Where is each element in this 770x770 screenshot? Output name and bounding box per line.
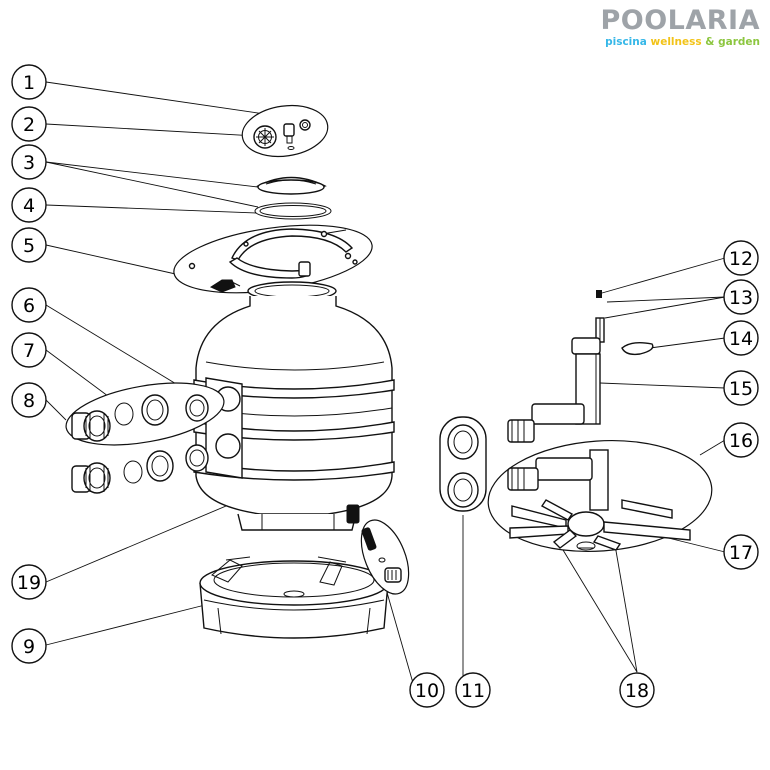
callout-12: 12 bbox=[723, 240, 759, 276]
callout-14: 14 bbox=[723, 320, 759, 356]
callout-label: 10 bbox=[415, 680, 439, 702]
callout-label: 14 bbox=[729, 328, 753, 350]
filter-tank-icon bbox=[193, 281, 395, 531]
callout-4: 4 bbox=[11, 187, 47, 223]
tagline-word-1: piscina bbox=[605, 36, 647, 48]
callout-17: 17 bbox=[723, 534, 759, 570]
brand-tagline: piscina wellness & garden bbox=[600, 36, 760, 48]
callout-7: 7 bbox=[11, 332, 47, 368]
leader-lines bbox=[45, 81, 726, 691]
callout-13: 13 bbox=[723, 279, 759, 315]
callout-8: 8 bbox=[11, 382, 47, 418]
base-icon bbox=[199, 556, 389, 639]
callout-label: 18 bbox=[625, 680, 649, 702]
callout-11: 11 bbox=[455, 672, 491, 708]
callout-label: 11 bbox=[461, 680, 485, 702]
callout-6: 6 bbox=[11, 287, 47, 323]
callout-label: 9 bbox=[23, 636, 35, 658]
drain-plug-icon bbox=[346, 504, 410, 595]
callout-label: 1 bbox=[23, 72, 35, 94]
pressure-gauge-icon bbox=[241, 104, 329, 158]
callout-label: 3 bbox=[23, 152, 35, 174]
callout-1: 1 bbox=[11, 64, 47, 100]
callout-label: 4 bbox=[23, 195, 35, 217]
callout-2: 2 bbox=[11, 106, 47, 142]
callout-label: 8 bbox=[23, 390, 35, 412]
o-ring-icon bbox=[254, 202, 332, 220]
brand-logo: POOLARIA piscina wellness & garden bbox=[600, 5, 760, 49]
callout-label: 17 bbox=[729, 542, 753, 564]
brand-name: POOLARIA bbox=[600, 5, 760, 36]
callout-label: 16 bbox=[729, 430, 753, 452]
callout-15: 15 bbox=[723, 370, 759, 406]
callout-label: 5 bbox=[23, 235, 35, 257]
gasket-plate-icon bbox=[439, 416, 487, 512]
internal-assembly-icon bbox=[487, 290, 713, 553]
tagline-word-2: wellness bbox=[650, 36, 702, 48]
callout-label: 19 bbox=[17, 572, 41, 594]
callout-18: 18 bbox=[619, 672, 655, 708]
callout-16: 16 bbox=[723, 422, 759, 458]
callout-5: 5 bbox=[11, 227, 47, 263]
callout-19: 19 bbox=[11, 564, 47, 600]
tagline-word-3: & garden bbox=[705, 36, 760, 48]
callout-3: 3 bbox=[11, 144, 47, 180]
callout-label: 6 bbox=[23, 295, 35, 317]
callout-10: 10 bbox=[409, 672, 445, 708]
callout-label: 12 bbox=[729, 248, 753, 270]
clamp-assembly-icon bbox=[173, 224, 373, 294]
callout-9: 9 bbox=[11, 628, 47, 664]
callout-label: 13 bbox=[729, 287, 753, 309]
lid-icon bbox=[256, 176, 327, 195]
callout-label: 2 bbox=[23, 114, 35, 136]
callout-label: 15 bbox=[729, 378, 753, 400]
union-fittings-icon bbox=[65, 382, 225, 494]
callout-label: 7 bbox=[23, 340, 35, 362]
